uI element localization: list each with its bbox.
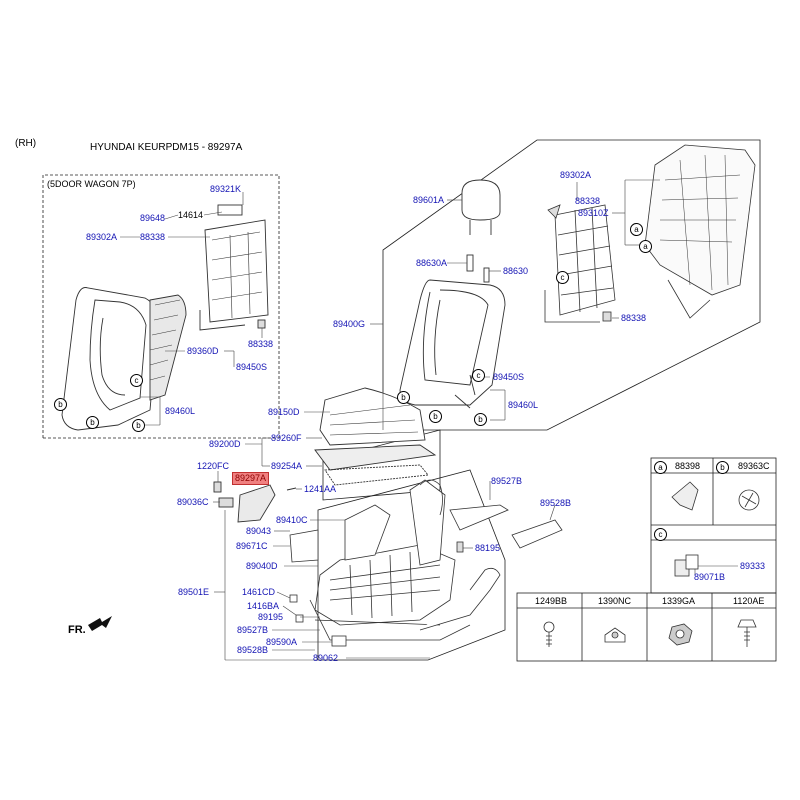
variant-box [42, 174, 280, 439]
side-cover-89297A [237, 484, 276, 523]
clip-88398-icon [671, 481, 699, 511]
part-label[interactable]: 88338 [248, 339, 274, 349]
part-label[interactable]: 1416BA [247, 601, 280, 611]
bolt-1249BB-icon [543, 621, 555, 647]
part-label[interactable]: 89195 [258, 612, 284, 622]
front-marker: FR. [68, 624, 86, 636]
bolt-1120AE-icon [737, 619, 757, 647]
part-label[interactable]: 89321K [210, 184, 242, 194]
callout-b[interactable]: b [397, 391, 410, 404]
part-label[interactable]: 89528B [540, 498, 572, 508]
part-label[interactable]: 89450S [236, 362, 268, 372]
variant-label: (5DOOR WAGON 7P) [47, 179, 136, 189]
cushion-pad [314, 444, 437, 471]
nut-1390NC-icon [604, 627, 626, 643]
rail-cover-2 [511, 519, 563, 549]
headrest [461, 179, 501, 221]
fastener-header[interactable]: 1339GA [662, 596, 696, 606]
part-label[interactable]: 89528B [237, 645, 269, 655]
legend-b-code[interactable]: 89363C [738, 461, 770, 471]
shield-bracket [289, 529, 319, 563]
part-label[interactable]: 88338 [140, 232, 166, 242]
legend-c-code2[interactable]: 89333 [740, 561, 766, 571]
part-label[interactable]: 89310Z [578, 208, 609, 218]
part-label[interactable]: 89601A [413, 195, 445, 205]
callout-c[interactable]: c [556, 271, 569, 284]
part-label[interactable]: 89410C [276, 515, 308, 525]
part-label[interactable]: 1241AA [304, 484, 337, 494]
part-label[interactable]: 89150D [268, 407, 300, 417]
part-label[interactable]: 88630A [416, 258, 448, 268]
callout-b[interactable]: b [132, 419, 145, 432]
part-label[interactable]: 88195 [475, 543, 501, 553]
seatback-frame-left [204, 219, 269, 323]
legend-b-marker: b [716, 461, 729, 474]
part-label[interactable]: 89527B [237, 625, 269, 635]
part-label[interactable]: 89043 [246, 526, 272, 536]
part-label[interactable]: 89671C [236, 541, 268, 551]
part-label[interactable]: 89400G [333, 319, 366, 329]
part-label[interactable]: 1220FC [197, 461, 230, 471]
part-label-selected[interactable]: 89297A [232, 472, 270, 485]
part-label[interactable]: 89040D [246, 561, 278, 571]
nut-1339GA-icon [668, 623, 693, 646]
seatback-frame-right [554, 204, 616, 316]
part-label[interactable]: 89501E [178, 587, 210, 597]
part-label[interactable]: 89360D [187, 346, 219, 356]
fastener-header[interactable]: 1390NC [598, 596, 632, 606]
callout-c[interactable]: c [130, 374, 143, 387]
part-label[interactable]: 89302A [86, 232, 118, 242]
part-label[interactable]: 89527B [491, 476, 523, 486]
side-label: (RH) [15, 138, 37, 149]
part-label[interactable]: 89062 [313, 653, 339, 663]
legend-c-marker: c [654, 528, 667, 541]
part-label[interactable]: 89450S [493, 372, 525, 382]
part-label[interactable]: 89036C [177, 497, 209, 507]
callout-b[interactable]: b [474, 413, 487, 426]
part-label[interactable]: 89302A [560, 170, 592, 180]
part-label[interactable]: 89460L [165, 406, 196, 416]
callout-b[interactable]: b [86, 416, 99, 429]
legend-a-code[interactable]: 88398 [675, 461, 701, 471]
part-label[interactable]: 88630 [503, 266, 529, 276]
part-label[interactable]: 89648 [140, 213, 166, 223]
part-label[interactable]: 89460L [508, 400, 539, 410]
part-label[interactable]: 88338 [575, 196, 601, 206]
side-trim [419, 567, 501, 631]
part-label[interactable]: 89200D [209, 439, 241, 449]
seatback-cover-right [399, 279, 506, 406]
callout-b[interactable]: b [54, 398, 67, 411]
callout-c[interactable]: c [472, 369, 485, 382]
callout-a[interactable]: a [639, 240, 652, 253]
callout-b[interactable]: b [429, 410, 442, 423]
part-label[interactable]: 89254A [271, 461, 303, 471]
front-arrow-icon [88, 616, 112, 631]
fastener-header[interactable]: 1249BB [535, 596, 568, 606]
part-label[interactable]: 88338 [621, 313, 647, 323]
diagram-title: HYUNDAI KEURPDM15 - 89297A [90, 142, 243, 153]
part-label[interactable]: 89260F [271, 433, 302, 443]
callout-a[interactable]: a [630, 223, 643, 236]
fastener-header[interactable]: 1120AE [733, 596, 765, 606]
rail-cover [449, 504, 509, 531]
part-label[interactable]: 89590A [266, 637, 298, 647]
seatback-pad-left [149, 294, 187, 401]
part-label[interactable]: 14614 [178, 210, 204, 220]
legend-a-marker: a [654, 461, 667, 474]
fastener-table [516, 592, 777, 662]
part-label[interactable]: 1461CD [242, 587, 276, 597]
legend-c-code1[interactable]: 89071B [694, 572, 726, 582]
